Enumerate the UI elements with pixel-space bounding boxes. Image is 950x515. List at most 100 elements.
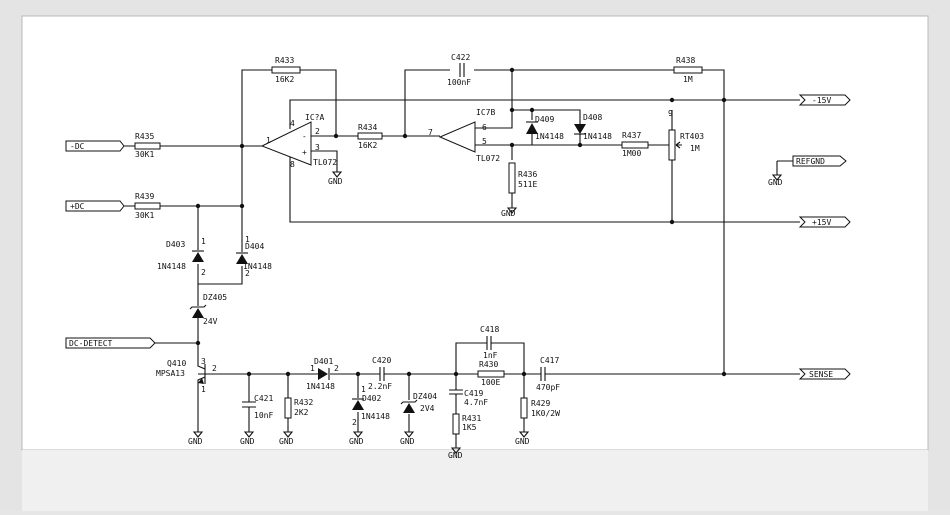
- junction-dots: [195, 67, 727, 377]
- capacitor-ref: C422: [451, 53, 470, 62]
- svg-text:GND: GND: [349, 437, 364, 446]
- opamp-ic7a: 1 2 3 4 8 - + IC?A TL072: [260, 113, 337, 169]
- capacitor-value: 4.7nF: [464, 398, 488, 407]
- opamp-pin-label: 8: [290, 160, 295, 169]
- svg-text:GND: GND: [240, 437, 255, 446]
- diode-pin: 2: [334, 364, 339, 373]
- capacitor-ref: C420: [372, 356, 391, 365]
- zener-dz405: DZ405 24V: [189, 293, 227, 326]
- ground-symbols: GND GND GND GND GND GND GND GND GND GND: [188, 171, 783, 460]
- diode-ref: D408: [583, 113, 602, 122]
- zener-dz404: DZ404 2V4: [400, 392, 437, 413]
- resistor-ref: R432: [294, 398, 313, 407]
- capacitor-c420: C420 2.2nF: [368, 356, 392, 391]
- port-neg15v: -15V: [798, 94, 851, 106]
- resistor-r430: R430 100E: [477, 360, 505, 387]
- diode-value: 1N4148: [361, 412, 390, 421]
- ground-r432: GND: [279, 431, 294, 446]
- pot-value: 1M: [690, 144, 700, 153]
- diode-d402: 1 2 D402 1N4148: [352, 385, 390, 427]
- resistor-value: 1K5: [462, 423, 477, 432]
- diode-pin: 1: [201, 237, 206, 246]
- diode-ref: D402: [362, 394, 381, 403]
- port-pos-dc: +DC: [65, 200, 125, 212]
- diode-d409: D409 1N4148: [526, 115, 564, 141]
- resistor-ref: R435: [135, 132, 154, 141]
- diode-d404: 1 2 D404 1N4148: [236, 235, 272, 278]
- capacitor-value: 470pF: [536, 383, 560, 392]
- port-label: +DC: [70, 202, 85, 211]
- opamp-ic7b: 7 6 5 IC7B TL072: [428, 108, 500, 163]
- resistor-ref: R434: [358, 123, 377, 132]
- ground-d402: GND: [349, 431, 364, 446]
- svg-text:GND: GND: [768, 178, 783, 187]
- svg-text:GND: GND: [448, 451, 463, 460]
- diode-d408: D408 1N4148: [574, 113, 612, 141]
- zener-value: 2V4: [420, 404, 435, 413]
- ground-dz404: GND: [400, 431, 415, 446]
- resistor-value: 2K2: [294, 408, 309, 417]
- diode-ref: D409: [535, 115, 554, 124]
- capacitor-c418: C418 1nF: [480, 325, 499, 360]
- pot-ref: RT403: [680, 132, 704, 141]
- resistor-value: 100E: [481, 378, 500, 387]
- resistor-ref: R437: [622, 131, 641, 140]
- opamp-ref: IC7B: [476, 108, 495, 117]
- resistor-value: 16K2: [358, 141, 377, 150]
- capacitor-value: 100nF: [447, 78, 471, 87]
- diode-value: 1N4148: [583, 132, 612, 141]
- port-label: -DC: [70, 142, 85, 151]
- opamp-pin-label: 3: [315, 143, 320, 152]
- diode-ref: D403: [166, 240, 185, 249]
- resistor-r432: R432 2K2: [284, 397, 313, 419]
- diode-pin: 2: [201, 268, 206, 277]
- diode-pin: 1: [310, 364, 315, 373]
- capacitor-ref: C419: [464, 389, 483, 398]
- opamp-pin-label: 7: [428, 128, 433, 137]
- resistor-value: 1M: [683, 75, 693, 84]
- opamp-ref: IC?A: [305, 113, 324, 122]
- port-dc-detect: DC-DETECT: [65, 337, 156, 349]
- port-neg-dc: -DC: [65, 140, 125, 152]
- resistor-value: 1M00: [622, 149, 641, 158]
- capacitor-c422: C422 100nF: [447, 53, 471, 87]
- port-label: SENSE: [809, 370, 833, 379]
- opamp-pin-label: 6: [482, 123, 487, 132]
- diode-value: 1N4148: [157, 262, 186, 271]
- resistor-r433: R433 16K2: [271, 56, 301, 84]
- pot-pin: 9: [668, 109, 673, 118]
- port-sense: SENSE: [798, 368, 851, 380]
- capacitor-value: 2.2nF: [368, 382, 392, 391]
- resistor-value: 30K1: [135, 150, 154, 159]
- zener-ref: DZ405: [203, 293, 227, 302]
- resistor-ref: R438: [676, 56, 695, 65]
- svg-text:GND: GND: [279, 437, 294, 446]
- svg-text:GND: GND: [400, 437, 415, 446]
- ground-r429: GND: [515, 431, 530, 446]
- schematic-sheet: [21, 15, 929, 451]
- svg-text:GND: GND: [328, 177, 343, 186]
- sheet-bottom-margin: [22, 450, 928, 511]
- capacitor-c417: C417 470pF: [536, 356, 560, 392]
- resistor-r429: R429 1K0/2W: [520, 397, 560, 419]
- resistor-value: 30K1: [135, 211, 154, 220]
- resistor-r431: R431 1K5: [452, 413, 481, 435]
- ground-ic7a: GND: [328, 171, 343, 186]
- ground-q410: GND: [188, 431, 204, 446]
- opamp-part: TL072: [476, 154, 500, 163]
- capacitor-c421: C421 10nF: [242, 394, 273, 420]
- diode-pin: 2: [352, 418, 357, 427]
- port-label: +15V: [812, 218, 831, 227]
- capacitor-value: 10nF: [254, 411, 273, 420]
- zener-ref: DZ404: [413, 392, 437, 401]
- potentiometer-rt403: RT403 1M 9: [668, 109, 704, 161]
- opamp-pin-label: 2: [315, 127, 320, 136]
- resistor-ref: R429: [531, 399, 550, 408]
- diode-pin: 2: [245, 269, 250, 278]
- port-pos15v: +15V: [798, 216, 851, 228]
- diode-pin: 1: [361, 385, 366, 394]
- port-label: -15V: [812, 96, 831, 105]
- diode-value: 1N4148: [306, 382, 335, 391]
- transistor-ref: Q410: [167, 359, 186, 368]
